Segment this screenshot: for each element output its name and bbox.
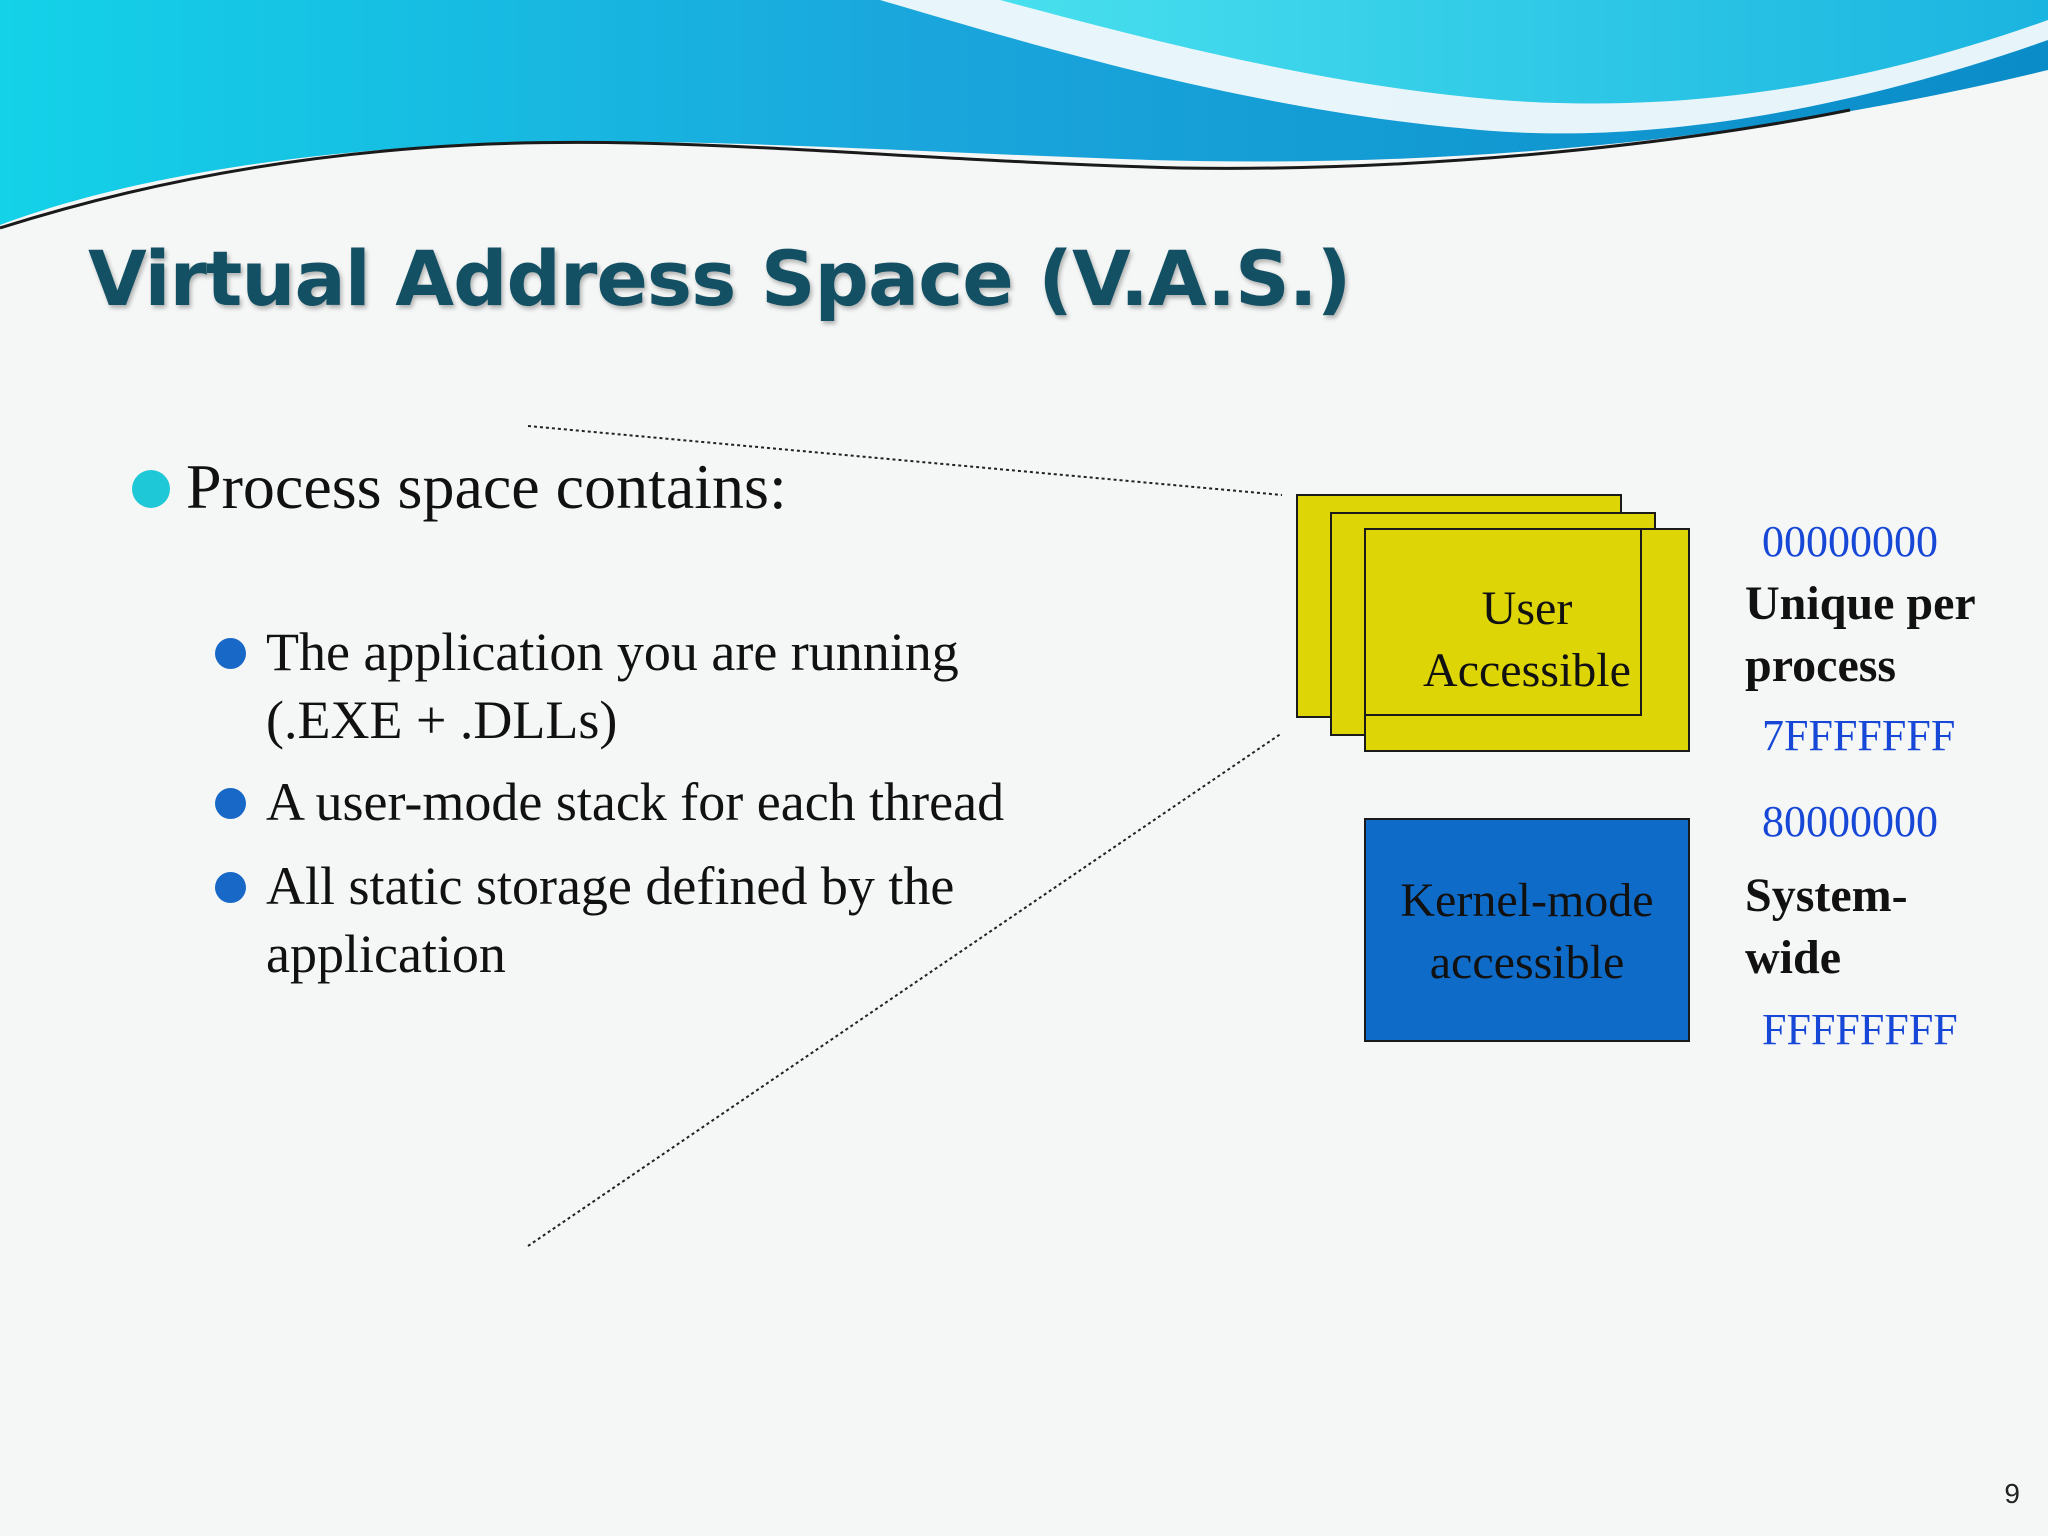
kernel-box-label-line2: accessible: [1429, 936, 1625, 989]
slide-title: Virtual Address Space (V.A.S.): [88, 234, 1351, 323]
page-number: 9: [2004, 1478, 2020, 1509]
address-user-end: 7FFFFFFF: [1762, 711, 1956, 760]
sub-bullet-dot-icon: [215, 872, 246, 903]
address-kernel-end: FFFFFFFF: [1762, 1005, 1958, 1054]
kernel-space-note-line2: wide: [1745, 931, 1841, 984]
sub-bullet-dot-icon: [215, 638, 246, 669]
sub-bullet-1-line2: (.EXE + .DLLs): [266, 690, 618, 750]
user-box-label-line1: User: [1481, 582, 1573, 635]
sub-bullet-2-line1: A user-mode stack for each thread: [266, 772, 1005, 832]
user-space-box-inner-outline: [1364, 528, 1642, 716]
user-space-note-line2: process: [1745, 639, 1897, 692]
header-wave: [0, 0, 2048, 230]
user-space-note-line1: Unique per: [1745, 577, 1976, 630]
address-kernel-start: 80000000: [1762, 797, 1938, 846]
sub-bullet-dot-icon: [215, 788, 246, 819]
sub-bullet-3-line2: application: [266, 924, 506, 984]
address-user-start: 00000000: [1762, 517, 1938, 566]
sub-bullet-1-line1: The application you are running: [266, 622, 959, 682]
main-bullet-dot-icon: [132, 470, 170, 508]
kernel-box-label-line1: Kernel-mode: [1400, 874, 1654, 927]
user-box-label-line2: Accessible: [1423, 644, 1631, 697]
kernel-space-note-line1: System-: [1745, 869, 1908, 922]
kernel-space-box: [1364, 818, 1690, 1042]
main-bullet-text: Process space contains:: [186, 451, 787, 522]
sub-bullet-3-line1: All static storage defined by the: [266, 856, 955, 916]
